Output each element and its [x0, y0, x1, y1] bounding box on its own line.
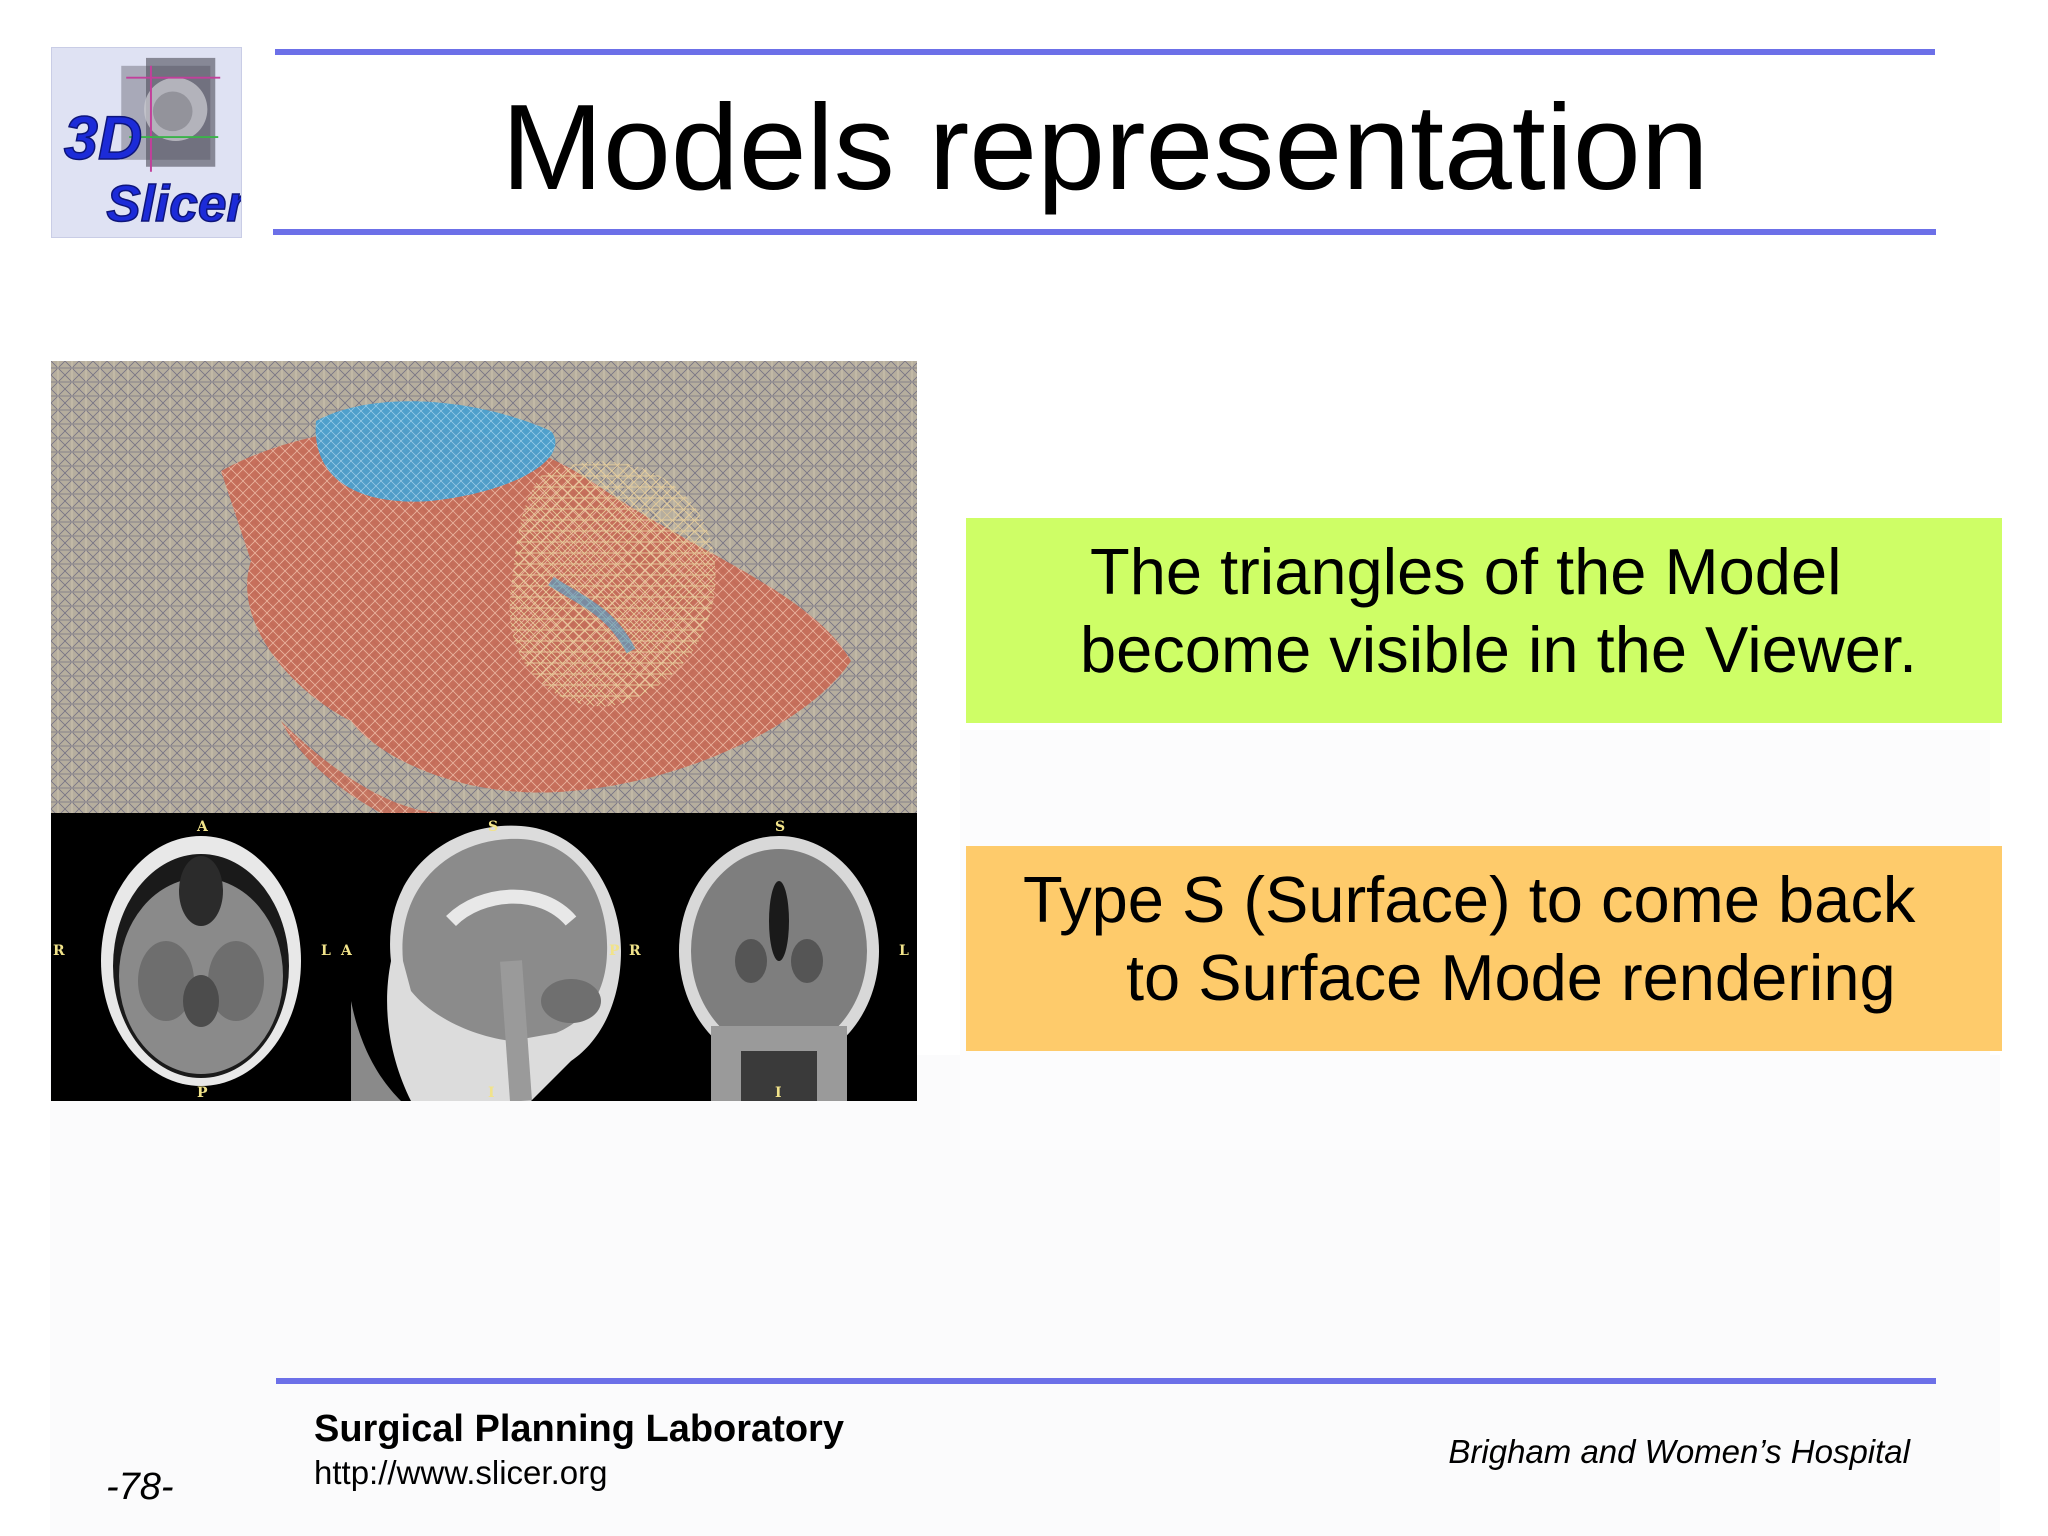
footer-url-link[interactable]: http://www.slicer.org: [314, 1454, 608, 1491]
slicer-viewer-screenshot: A R L P S A P I S R L I: [51, 361, 917, 1101]
svg-text:Slicer: Slicer: [106, 174, 241, 232]
callout-line: The triangles of the Model: [1090, 535, 1842, 608]
sagittal-label-top: S: [488, 819, 498, 835]
sagittal-label-left: A: [340, 943, 353, 959]
axial-label-right: L: [321, 943, 331, 959]
callout-line: Type S (Surface) to come back: [1023, 863, 1916, 936]
axial-label-bottom: P: [197, 1085, 208, 1101]
axial-label-left: R: [53, 943, 65, 959]
coronal-label-left: R: [629, 943, 641, 959]
coronal-slice: [679, 836, 879, 1101]
axial-label-top: A: [196, 819, 209, 835]
sagittal-slice: [351, 825, 621, 1101]
coronal-label-top: S: [775, 819, 785, 835]
title-rule-bottom: [273, 229, 1936, 235]
axial-slice: [101, 836, 301, 1086]
sagittal-label-bottom: I: [488, 1085, 495, 1101]
callout-line: to Surface Mode rendering: [1126, 941, 1896, 1014]
slide-title: Models representation: [501, 79, 1709, 215]
viewer-image: A R L P S A P I S R L I: [51, 361, 917, 1101]
footer-rule: [276, 1378, 1936, 1384]
coronal-label-bottom: I: [775, 1085, 782, 1101]
callout-triangles-visible: The triangles of the Model become visibl…: [966, 518, 2002, 723]
page-number: -78-: [106, 1466, 174, 1508]
footer-hospital: Brigham and Women’s Hospital: [1448, 1433, 1910, 1470]
sagittal-label-right: P: [609, 943, 620, 959]
svg-text:3D: 3D: [64, 104, 142, 173]
slicer-logo: 3D Slicer: [51, 47, 242, 238]
callout-surface-mode: Type S (Surface) to come back to Surface…: [966, 846, 2002, 1051]
slicer-logo-graphic: 3D Slicer: [52, 48, 241, 237]
callout-line: become visible in the Viewer.: [1080, 613, 1918, 686]
coronal-label-right: L: [899, 943, 909, 959]
footer-lab-name: Surgical Planning Laboratory: [314, 1408, 844, 1450]
title-rule-top: [275, 49, 1935, 55]
